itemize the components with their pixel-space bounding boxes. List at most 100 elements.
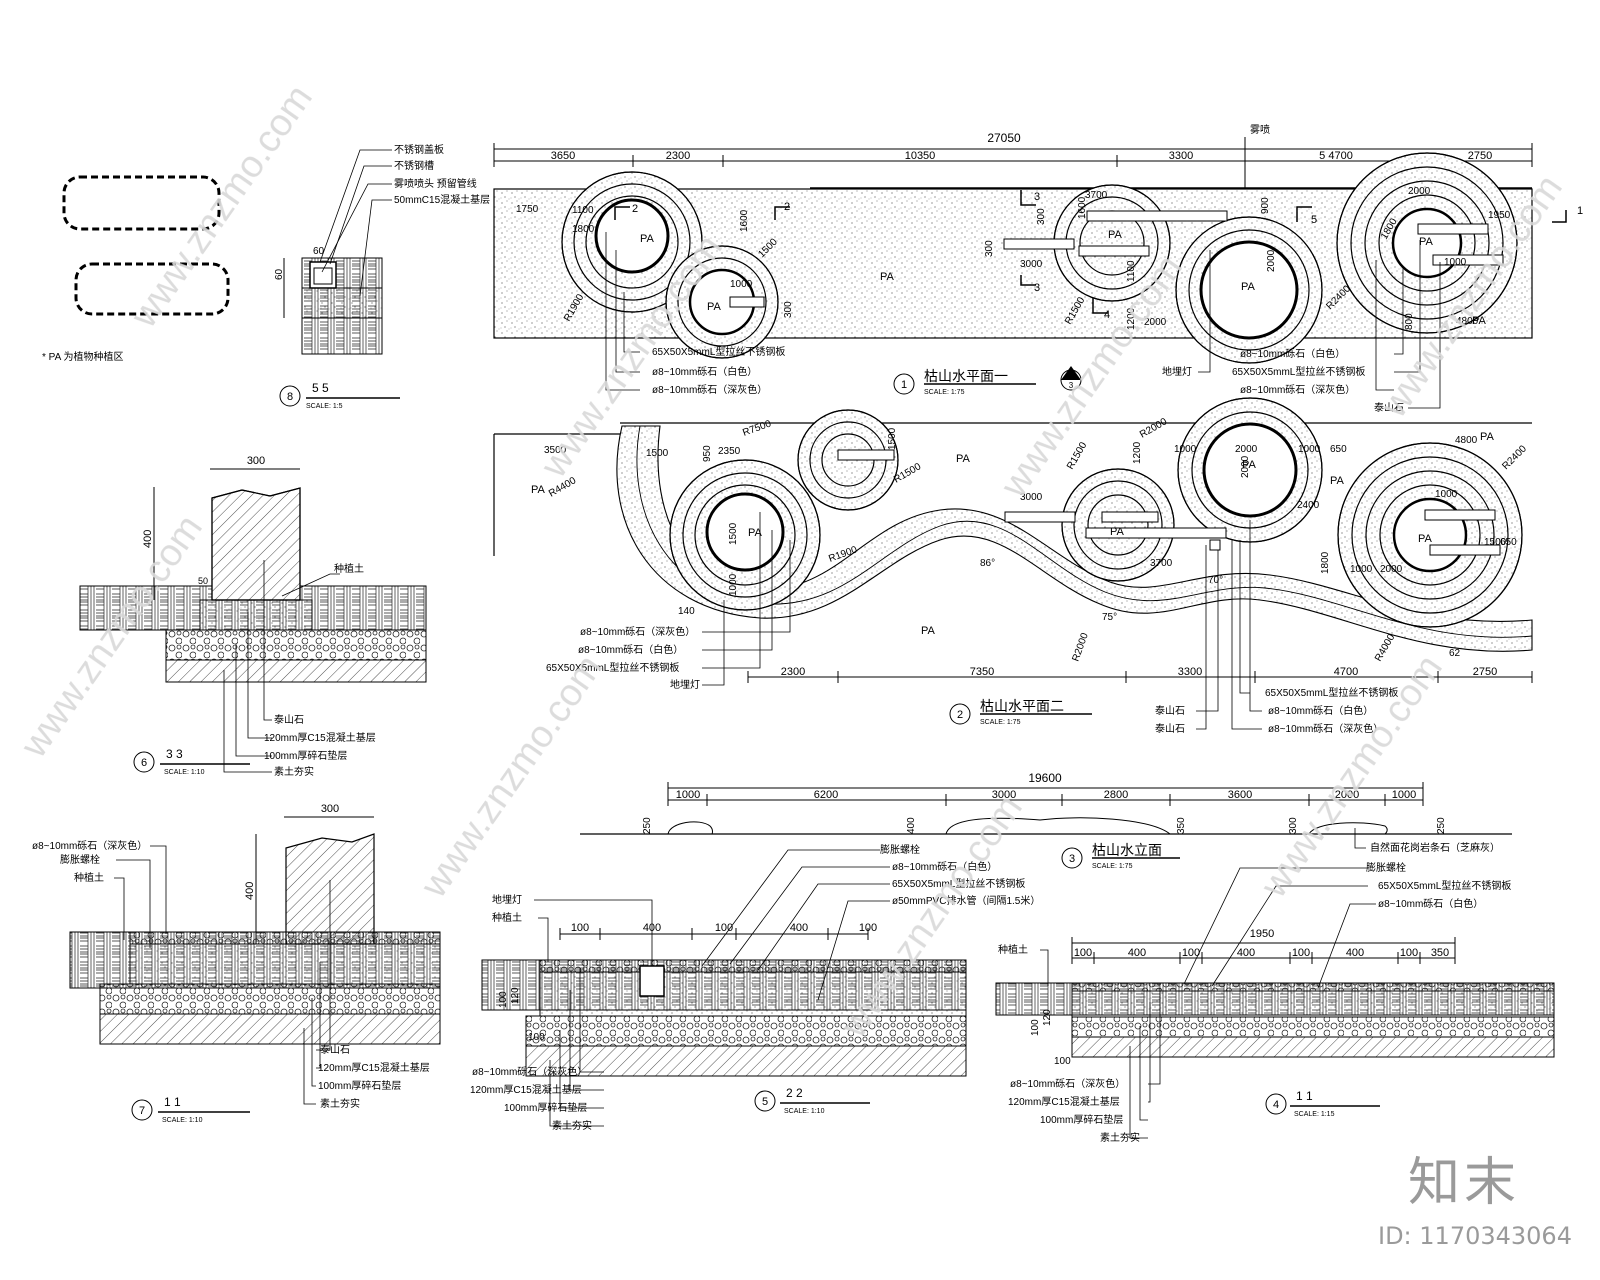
svg-text:ø8~10mm砾石（深灰色）: ø8~10mm砾石（深灰色） bbox=[1240, 383, 1355, 396]
svg-text:1 1: 1 1 bbox=[1296, 1089, 1313, 1103]
svg-text:2: 2 bbox=[784, 201, 790, 213]
svg-text:900: 900 bbox=[1260, 197, 1271, 214]
svg-text:ø8~10mm砾石（深灰色）: ø8~10mm砾石（深灰色） bbox=[1268, 722, 1383, 735]
svg-text:1950: 1950 bbox=[1488, 210, 1511, 221]
svg-text:SCALE: 1:5: SCALE: 1:5 bbox=[306, 403, 343, 410]
svg-text:ø8~10mm砾石（白色）: ø8~10mm砾石（白色） bbox=[892, 860, 997, 873]
svg-text:65X50X5mmL型拉丝不锈钢板: 65X50X5mmL型拉丝不锈钢板 bbox=[892, 877, 1025, 890]
svg-text:3000: 3000 bbox=[992, 789, 1016, 801]
svg-text:7: 7 bbox=[139, 1105, 145, 1117]
svg-text:1000: 1000 bbox=[1298, 444, 1321, 455]
svg-text:1800: 1800 bbox=[1320, 551, 1331, 574]
svg-text:5: 5 bbox=[1311, 214, 1317, 226]
svg-text:4: 4 bbox=[1273, 1099, 1279, 1111]
svg-text:120mm厚C15混凝土基层: 120mm厚C15混凝土基层 bbox=[264, 731, 376, 744]
svg-text:400: 400 bbox=[1346, 947, 1364, 959]
svg-text:泰山石: 泰山石 bbox=[1155, 722, 1185, 735]
svg-text:泰山石: 泰山石 bbox=[274, 713, 304, 726]
pa-label: PA bbox=[880, 271, 895, 283]
svg-text:5: 5 bbox=[762, 1096, 768, 1108]
svg-text:PA: PA bbox=[531, 484, 546, 496]
pa-label: PA bbox=[1472, 315, 1487, 327]
svg-text:70°: 70° bbox=[1208, 575, 1223, 586]
svg-text:PA: PA bbox=[1330, 475, 1345, 487]
svg-text:1000: 1000 bbox=[1444, 257, 1467, 268]
svg-text:ø8~10mm砾石（深灰色）: ø8~10mm砾石（深灰色） bbox=[580, 625, 695, 638]
svg-text:62: 62 bbox=[1449, 648, 1461, 659]
svg-text:2000: 2000 bbox=[1335, 789, 1359, 801]
svg-text:650: 650 bbox=[1330, 444, 1347, 455]
dim-seg: 2300 bbox=[666, 150, 690, 162]
svg-text:SCALE: 1:10: SCALE: 1:10 bbox=[162, 1117, 203, 1124]
svg-text:100: 100 bbox=[1030, 1019, 1041, 1036]
svg-text:75°: 75° bbox=[1102, 612, 1117, 623]
svg-text:3: 3 bbox=[1069, 853, 1075, 865]
svg-text:3 3: 3 3 bbox=[166, 747, 183, 761]
svg-text:3000: 3000 bbox=[1020, 259, 1043, 270]
svg-text:120mm厚C15混凝土基层: 120mm厚C15混凝土基层 bbox=[318, 1061, 430, 1074]
svg-text:2350: 2350 bbox=[718, 446, 741, 457]
dim-segments: 3650 2300 10350 3300 5 4700 2750 bbox=[551, 150, 1492, 162]
svg-text:650: 650 bbox=[1500, 537, 1517, 548]
svg-text:膨胀螺栓: 膨胀螺栓 bbox=[880, 843, 920, 856]
pa-label: PA bbox=[1108, 229, 1123, 241]
svg-text:自然面花岗岩条石（芝麻灰）: 自然面花岗岩条石（芝麻灰） bbox=[1370, 841, 1500, 854]
svg-text:2: 2 bbox=[957, 709, 963, 721]
svg-text:2300: 2300 bbox=[781, 666, 805, 678]
svg-text:100mm厚碎石垫层: 100mm厚碎石垫层 bbox=[504, 1101, 587, 1114]
svg-text:3: 3 bbox=[1034, 282, 1040, 294]
svg-text:SCALE: 1:75: SCALE: 1:75 bbox=[1092, 863, 1133, 870]
svg-text:PA: PA bbox=[1480, 431, 1495, 443]
section-6: 300 400 50 种植土 泰山石 120mm厚C15混凝土基层 100mm厚… bbox=[79, 455, 427, 778]
svg-text:4700: 4700 bbox=[1334, 666, 1358, 678]
svg-text:4: 4 bbox=[1104, 309, 1110, 321]
svg-text:PA: PA bbox=[748, 527, 763, 539]
pa-label: PA bbox=[707, 301, 722, 313]
svg-text:65X50X5mmL型拉丝不锈钢板: 65X50X5mmL型拉丝不锈钢板 bbox=[1265, 686, 1398, 699]
svg-text:65X50X5mmL型拉丝不锈钢板: 65X50X5mmL型拉丝不锈钢板 bbox=[546, 661, 679, 674]
svg-text:300: 300 bbox=[1036, 208, 1047, 225]
svg-text:1 1: 1 1 bbox=[164, 1095, 181, 1109]
brand-logo: 知末 bbox=[1408, 1153, 1521, 1213]
pa-labels-2: PA PA PA PA PA PA PA PA PA bbox=[531, 431, 1495, 637]
mist-label: 雾喷 bbox=[1250, 124, 1270, 136]
svg-text:2000: 2000 bbox=[1380, 564, 1403, 575]
svg-text:1500: 1500 bbox=[887, 427, 898, 450]
svg-text:2: 2 bbox=[632, 203, 638, 215]
pa-label: PA bbox=[1241, 281, 1256, 293]
section-8: 60 60 不锈钢盖板 不锈钢槽 雾喷喷头 预留管线 50mmC15混凝土基层 … bbox=[274, 143, 490, 410]
svg-text:1100: 1100 bbox=[572, 205, 594, 216]
svg-text:ø8~10mm砾石（白色）: ø8~10mm砾石（白色） bbox=[1378, 897, 1483, 910]
svg-text:3600: 3600 bbox=[1228, 789, 1252, 801]
legend: * PA 为植物种植区 bbox=[42, 175, 230, 363]
svg-text:2000: 2000 bbox=[1144, 317, 1167, 328]
svg-text:ø50mmPVC排水管（间隔1.5米）: ø50mmPVC排水管（间隔1.5米） bbox=[892, 894, 1040, 907]
svg-text:1100: 1100 bbox=[1126, 260, 1137, 282]
dim-seg: 10350 bbox=[905, 150, 936, 162]
dim-total: 27050 bbox=[987, 131, 1021, 145]
svg-text:2 2: 2 2 bbox=[786, 1086, 803, 1100]
svg-text:100mm厚碎石垫层: 100mm厚碎石垫层 bbox=[318, 1079, 401, 1092]
svg-text:2000: 2000 bbox=[1408, 186, 1431, 197]
view-title: 枯山水平面二 bbox=[980, 698, 1064, 714]
svg-text:雾喷喷头 预留管线: 雾喷喷头 预留管线 bbox=[394, 177, 477, 190]
svg-text:950: 950 bbox=[702, 445, 713, 462]
dim-seg: 3650 bbox=[551, 150, 575, 162]
plan-1: 27050 3650 2300 10350 3300 5 4700 2750 雾… bbox=[493, 124, 1583, 414]
svg-text:4800: 4800 bbox=[1455, 435, 1478, 446]
svg-text:ø8~10mm砾石（白色）: ø8~10mm砾石（白色） bbox=[652, 365, 757, 378]
svg-text:SCALE: 1:15: SCALE: 1:15 bbox=[1294, 1111, 1335, 1118]
svg-text:350: 350 bbox=[1176, 817, 1187, 834]
svg-text:地埋灯: 地埋灯 bbox=[670, 678, 700, 691]
svg-text:1200: 1200 bbox=[1132, 441, 1143, 464]
svg-text:SCALE: 1:75: SCALE: 1:75 bbox=[924, 389, 965, 396]
svg-text:2750: 2750 bbox=[1473, 666, 1497, 678]
pa-label: PA bbox=[640, 233, 655, 245]
section-7: 300 400 ø8~10mm砾石（深灰色） 膨胀螺栓 种植土 泰山石 120m… bbox=[32, 803, 441, 1124]
svg-text:不锈钢槽: 不锈钢槽 bbox=[394, 159, 434, 172]
svg-text:19600: 19600 bbox=[1028, 771, 1062, 785]
svg-text:86°: 86° bbox=[980, 558, 995, 569]
svg-text:7350: 7350 bbox=[970, 666, 994, 678]
svg-text:5 5: 5 5 bbox=[312, 381, 329, 395]
